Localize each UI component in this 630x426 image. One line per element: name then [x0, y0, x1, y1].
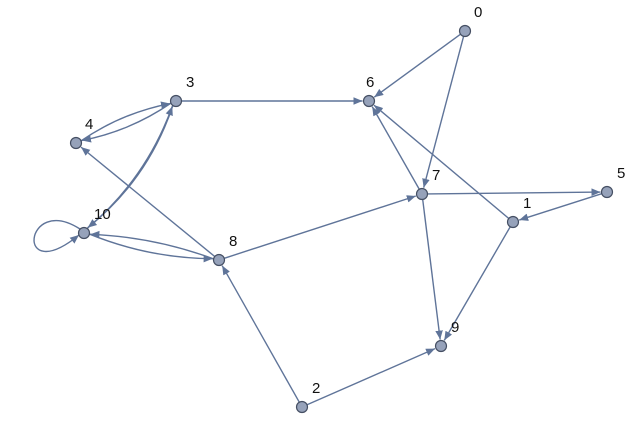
edge-0-to-7: [422, 36, 465, 188]
node-label-7: 7: [432, 167, 440, 184]
edge-2-to-8: [221, 265, 300, 403]
edge-8-to-10: [90, 230, 214, 260]
node-label-0: 0: [474, 4, 482, 21]
edge-10-to-3: [86, 106, 173, 230]
node-label-5: 5: [617, 165, 625, 182]
edge-7-to-6: [371, 106, 420, 190]
edge-7-to-5: [427, 188, 601, 196]
edge-1-to-6: [373, 104, 510, 219]
edge-3-to-4: [81, 102, 172, 143]
edge-10-to-10: [33, 220, 81, 253]
node-label-3: 3: [186, 74, 194, 91]
node-5: [600, 185, 614, 199]
node-label-1: 1: [523, 195, 531, 212]
edge-0-to-6: [373, 33, 461, 98]
edges-layer: [33, 33, 602, 406]
node-1: [506, 215, 520, 229]
node-10: [77, 226, 91, 240]
node-4: [69, 136, 83, 150]
labels-layer: 0 1 2 3 4 5 6 7 8 9 10: [85, 4, 625, 397]
node-label-2: 2: [312, 380, 320, 397]
edge-8-to-4: [80, 146, 216, 258]
nodes-layer: [69, 24, 614, 414]
edge-7-to-9: [421, 199, 443, 340]
node-6: [362, 94, 376, 108]
node-8: [212, 253, 226, 267]
node-label-4: 4: [85, 116, 93, 133]
node-9: [434, 339, 448, 353]
node-label-8: 8: [229, 233, 237, 250]
node-label-9: 9: [451, 319, 459, 336]
node-label-10: 10: [94, 206, 111, 223]
edge-10-to-8: [89, 233, 213, 263]
edge-8-to-7: [224, 195, 417, 259]
edge-1-to-9: [443, 226, 511, 341]
edge-4-to-3: [80, 101, 171, 142]
node-7: [415, 187, 429, 201]
node-label-6: 6: [366, 74, 374, 91]
node-0: [458, 24, 472, 38]
node-3: [169, 94, 183, 108]
edge-2-to-9: [306, 347, 436, 406]
edge-5-to-1: [518, 193, 602, 221]
node-2: [295, 400, 309, 414]
